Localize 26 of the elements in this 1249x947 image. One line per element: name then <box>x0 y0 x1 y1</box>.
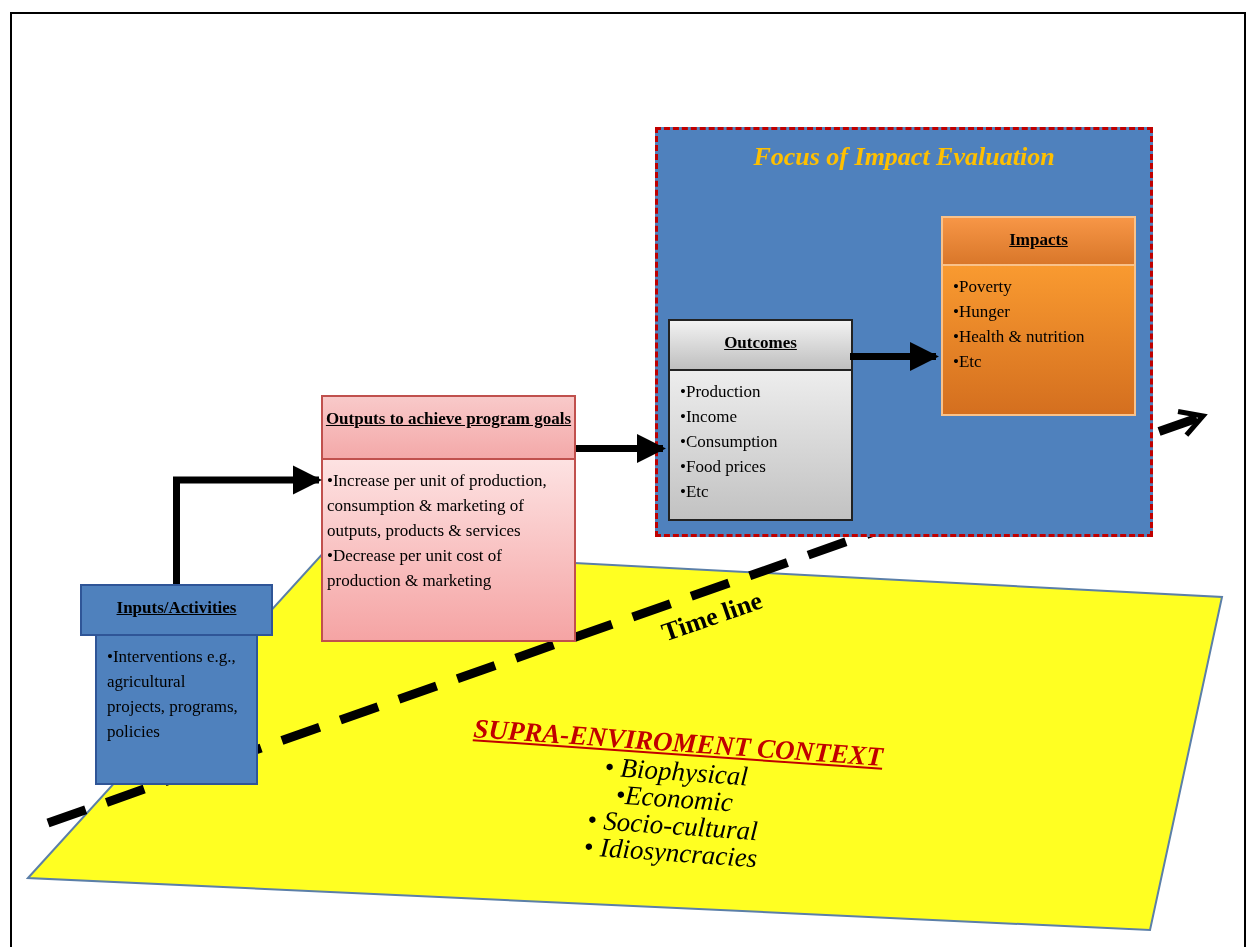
bullet-item: •Production <box>680 381 762 403</box>
bullet-item: •Hunger <box>953 301 1011 323</box>
bullet-item: •Income <box>680 406 738 428</box>
group-title: Focus of Impact Evaluation <box>752 142 1056 172</box>
box-heading: Impacts <box>941 216 1136 266</box>
bullet-item: •Increase per unit of production, consumption & marketing of outputs, products & services <box>327 470 548 542</box>
process-box <box>321 395 576 642</box>
bullet-item: •Consumption <box>680 431 779 453</box>
box-heading: Outcomes <box>668 319 853 371</box>
bullet-item: •Etc <box>680 481 710 503</box>
bullet-item: •Etc <box>953 351 983 373</box>
bullet-item: •Food prices <box>680 456 767 478</box>
box-heading: Inputs/Activities <box>80 584 273 636</box>
arrow <box>850 341 939 372</box>
arrow <box>173 465 322 584</box>
axis-label: Time line <box>657 585 767 649</box>
bullet-item: •Poverty <box>953 276 1013 298</box>
bullet-item: •Decrease per unit cost of production & marketing <box>327 545 503 592</box>
bullet-item: •Interventions e.g., agricultural projects, programs, policies <box>107 646 239 743</box>
process-box <box>80 584 273 785</box>
bullet-item: •Health & nutrition <box>953 326 1086 348</box>
focus-area <box>655 127 1153 537</box>
process-box <box>668 319 853 521</box>
box-heading: Outputs to achieve program goals <box>321 395 576 460</box>
arrow <box>576 433 666 464</box>
process-box <box>941 216 1136 416</box>
